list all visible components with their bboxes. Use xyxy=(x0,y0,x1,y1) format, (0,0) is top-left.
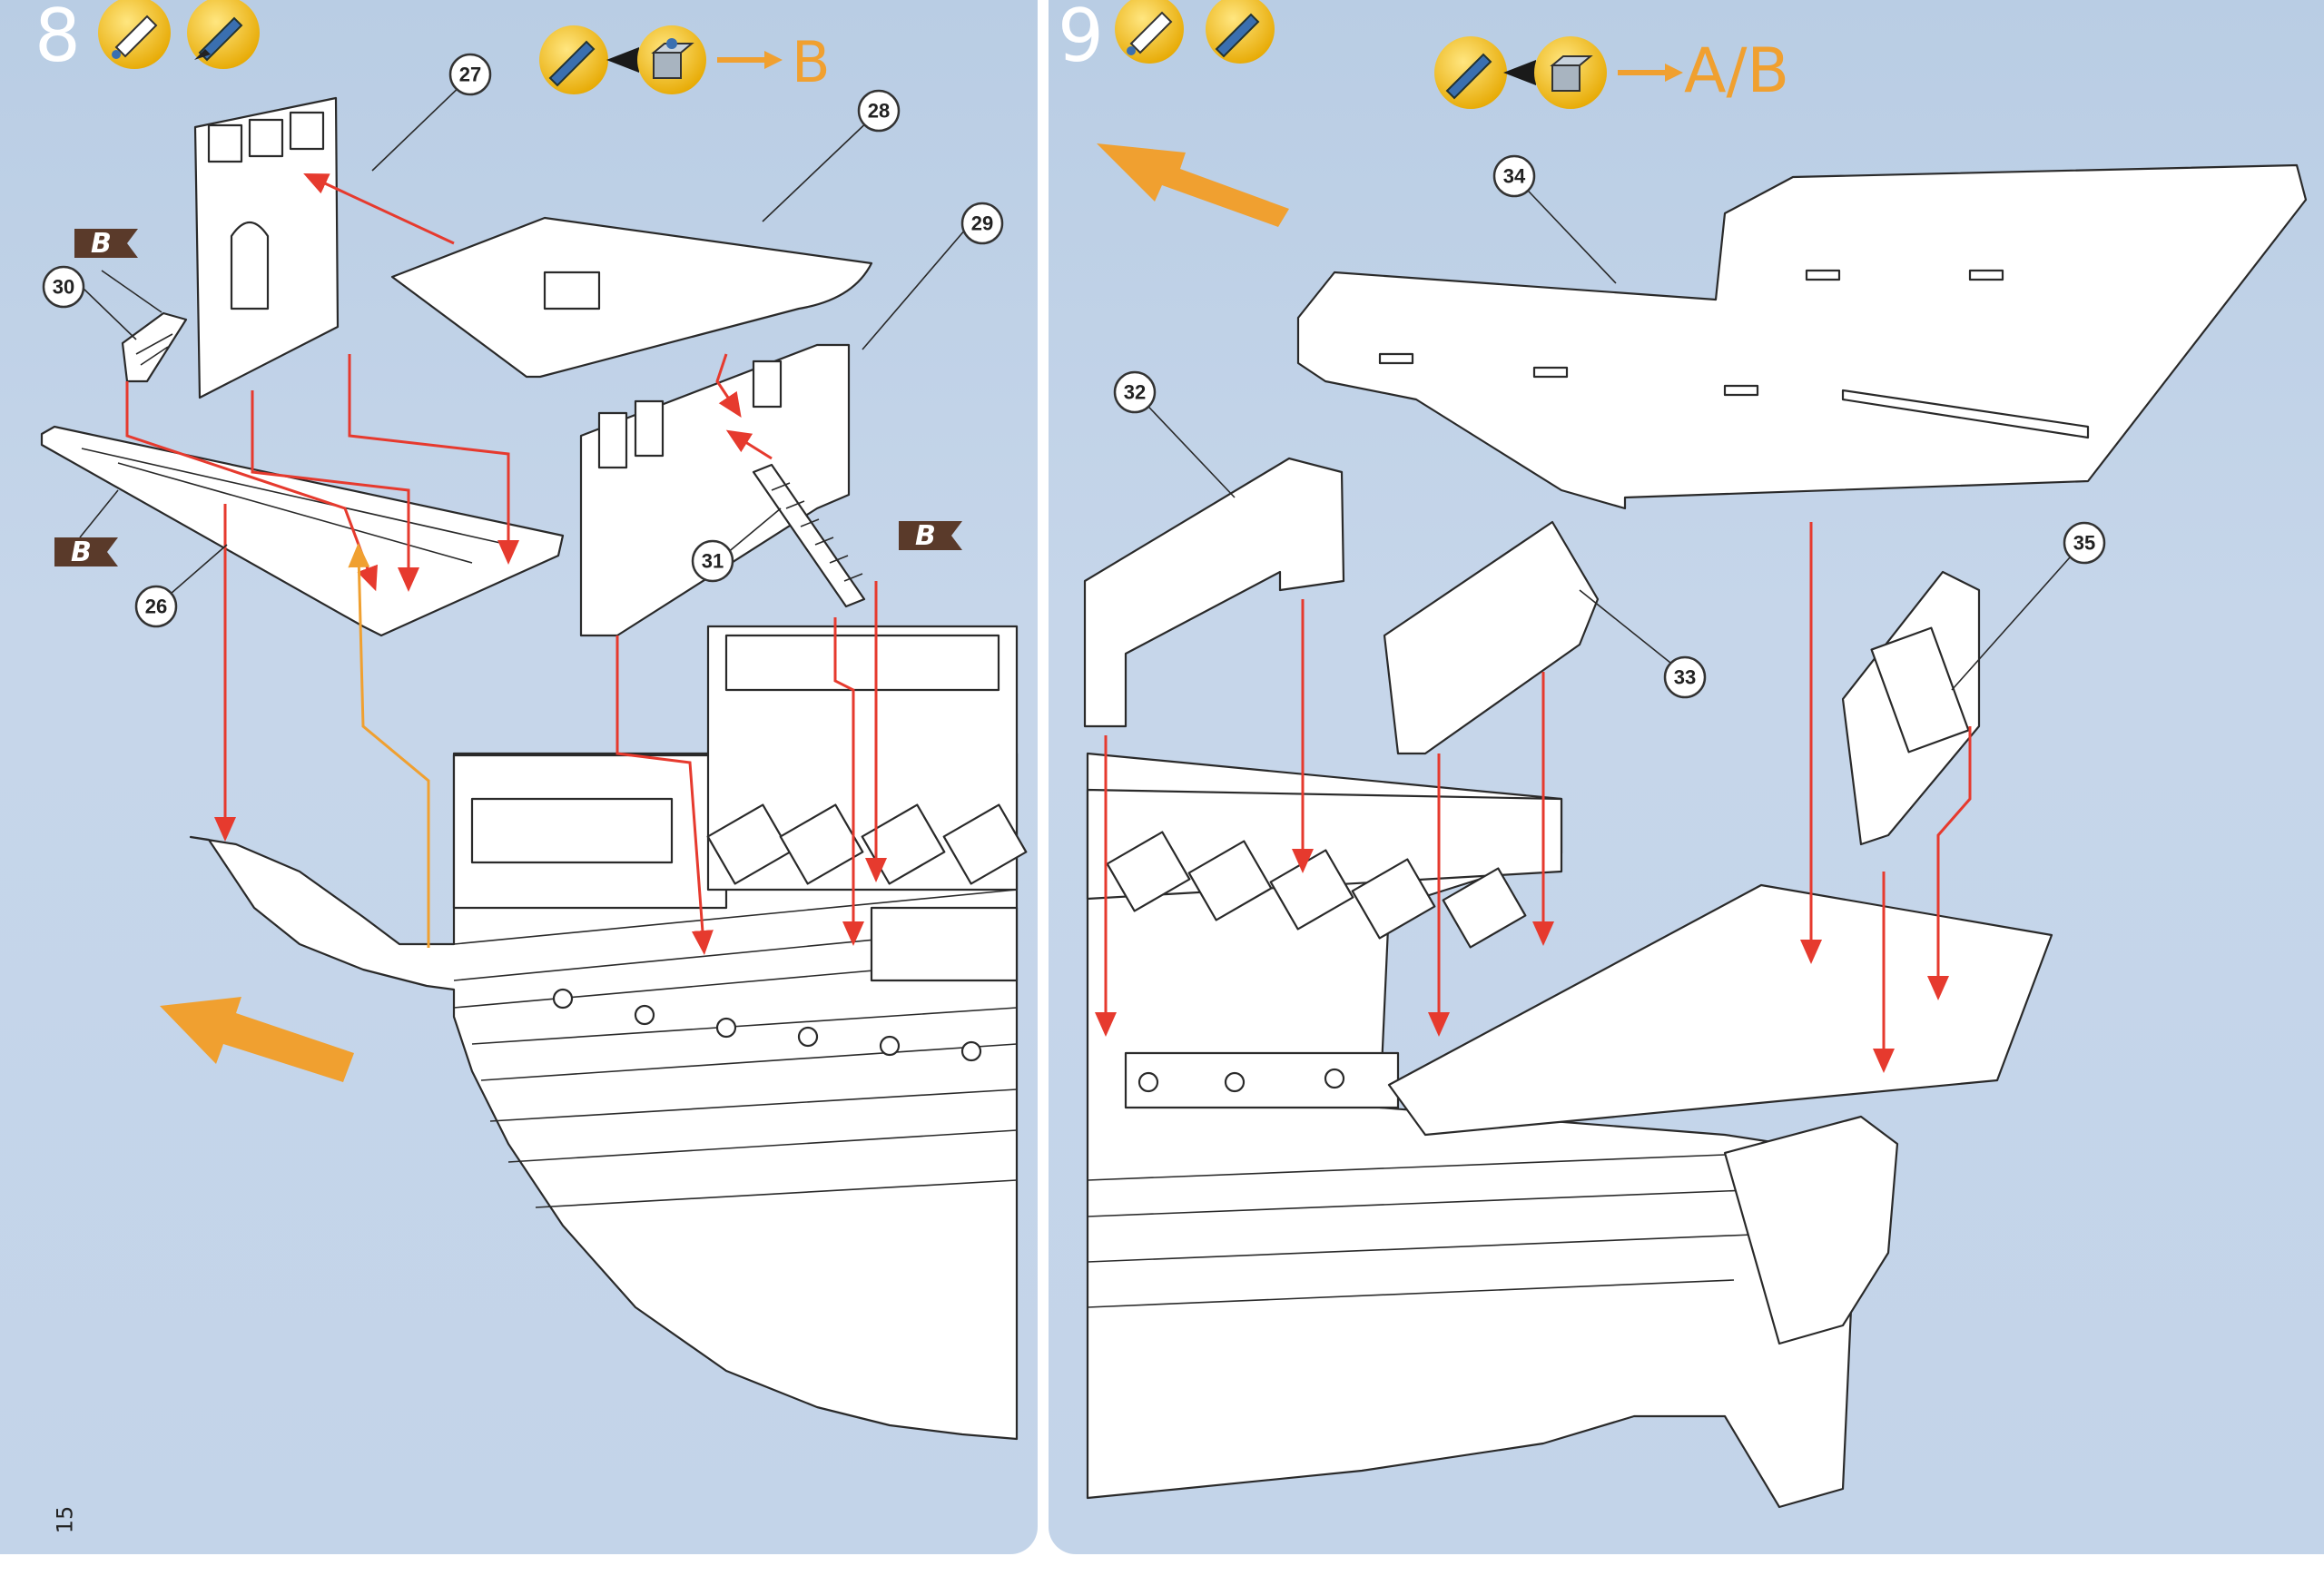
brush-icon xyxy=(1206,0,1275,64)
step-8-number: 8 xyxy=(34,0,81,78)
direction-arrow xyxy=(1097,143,1289,227)
svg-text:31: 31 xyxy=(702,550,724,573)
brush-icon xyxy=(187,0,260,69)
step-8-destination: B xyxy=(792,29,831,95)
step-9-destination: A/B xyxy=(1684,35,1790,107)
part-33 xyxy=(1383,520,1600,755)
paint-brush-icon xyxy=(539,25,639,94)
callout-34: 34 xyxy=(1492,154,1536,198)
leader-lines xyxy=(79,81,2071,691)
svg-text:28: 28 xyxy=(868,100,890,123)
part-26 xyxy=(40,425,565,637)
svg-text:B: B xyxy=(71,537,92,568)
part-27 xyxy=(193,96,340,399)
svg-text:30: 30 xyxy=(53,276,74,299)
svg-text:34: 34 xyxy=(1503,165,1526,188)
glue-tube-icon xyxy=(1115,0,1184,64)
part-35 xyxy=(1841,570,1981,846)
svg-text:B: B xyxy=(91,228,112,260)
svg-text:29: 29 xyxy=(971,212,993,235)
part-30 xyxy=(121,311,188,383)
part-32 xyxy=(1083,457,1345,728)
callout-31: 31 xyxy=(691,539,734,583)
part-34 xyxy=(1296,163,2308,510)
callout-32: 32 xyxy=(1113,370,1157,414)
svg-text:27: 27 xyxy=(459,64,481,86)
cannon-row xyxy=(1106,831,1527,1093)
svg-text:26: 26 xyxy=(145,596,167,618)
svg-text:33: 33 xyxy=(1674,666,1696,689)
svg-text:32: 32 xyxy=(1124,381,1146,404)
part-29 xyxy=(579,343,851,637)
paint-pot-icon xyxy=(1534,36,1607,109)
callout-33: 33 xyxy=(1663,655,1707,699)
step-9-number: 9 xyxy=(1058,0,1104,78)
part-28 xyxy=(390,216,873,379)
part-b-flag: B xyxy=(899,520,962,552)
paint-brush-icon xyxy=(1434,36,1536,109)
callout-28: 28 xyxy=(857,89,901,133)
callout-27: 27 xyxy=(448,53,492,96)
ship-hull-left xyxy=(189,625,1019,1441)
direction-arrow xyxy=(160,997,354,1082)
part-b-flag: B xyxy=(54,537,118,568)
callout-29: 29 xyxy=(960,202,1004,245)
callout-26: 26 xyxy=(134,585,178,628)
paint-pot-icon xyxy=(637,25,706,94)
part-31 xyxy=(752,463,866,608)
svg-text:B: B xyxy=(915,520,936,552)
glue-tube-icon xyxy=(98,0,171,69)
callout-30: 30 xyxy=(42,265,85,309)
callout-35: 35 xyxy=(2063,521,2106,565)
part-b-flag: B xyxy=(74,228,138,260)
svg-text:35: 35 xyxy=(2073,532,2095,555)
